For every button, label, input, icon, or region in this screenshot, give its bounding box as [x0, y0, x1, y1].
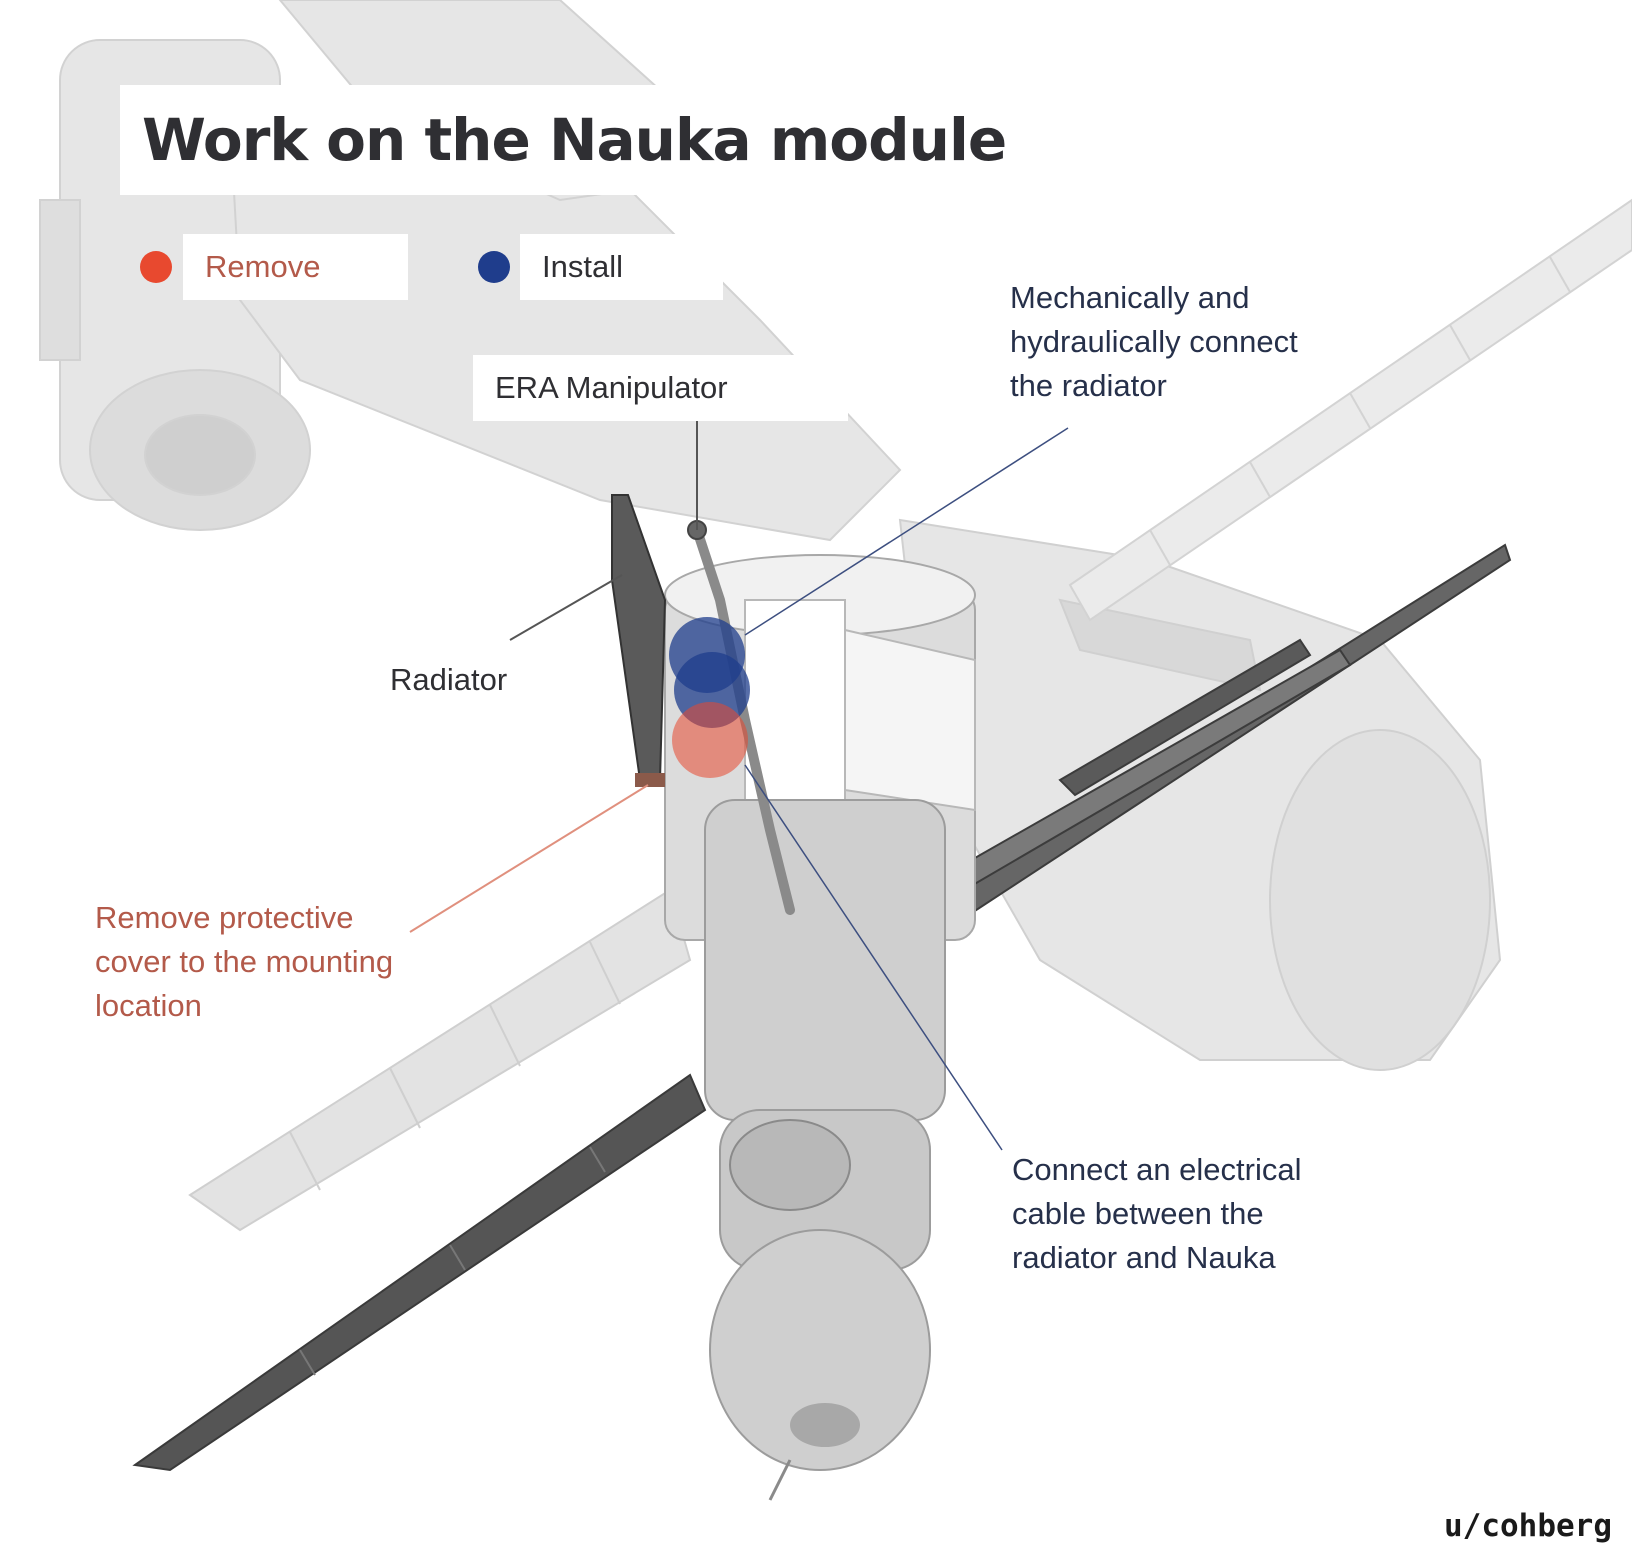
leader-radiator: [509, 574, 623, 641]
leader-electrical-cable: [744, 764, 1003, 1151]
install-legend-label: Install: [542, 249, 623, 284]
background-module-right: [898, 518, 1502, 1071]
dark-solar-array-right: [873, 543, 1512, 962]
mechanical-hydraulic-label: Mechanically and hydraulically connect t…: [1010, 280, 1298, 403]
title-panel: Work on the Nauka module: [120, 85, 1007, 195]
remove-legend-label: Remove: [205, 249, 321, 284]
remove-spot: [672, 702, 748, 778]
era-manipulator-arm: [687, 520, 795, 915]
background-solar-array-left: [188, 888, 692, 1232]
era-manipulator-label-box: ERA Manipulator: [473, 355, 848, 421]
page-title: Work on the Nauka module: [142, 106, 1007, 174]
background-solar-array-right: [1068, 198, 1632, 622]
electrical-cable-label: Connect an electrical cable between the …: [1012, 1152, 1302, 1275]
era-manipulator-label: ERA Manipulator: [495, 370, 728, 405]
install-legend-dot: [478, 251, 510, 283]
remove-legend-dot: [140, 251, 172, 283]
radiator-label: Radiator: [390, 662, 508, 697]
author-credit: u/cohberg: [1444, 1508, 1612, 1544]
radiator: [611, 494, 667, 787]
install-legend-label-box: Install: [520, 234, 723, 300]
dark-solar-array-lower-left: [132, 1073, 707, 1472]
remove-legend-label-box: Remove: [183, 234, 408, 300]
remove-cover-label: Remove protective cover to the mounting …: [95, 900, 394, 1023]
leader-mechanical-hydraulic: [744, 427, 1069, 636]
leader-remove-cover: [409, 784, 649, 933]
